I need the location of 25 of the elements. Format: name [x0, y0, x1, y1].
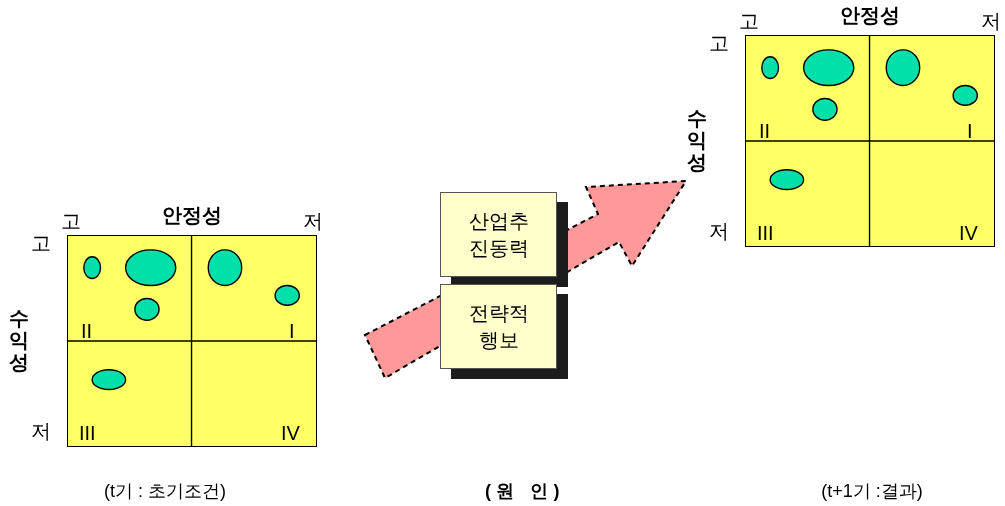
axis-end-label: 고: [61, 211, 81, 231]
axis-end-label: 고: [709, 33, 729, 53]
axis-end-label: 저: [303, 211, 323, 231]
caption: (t+1기 :결과): [821, 482, 923, 500]
quadrant-number: IV: [959, 223, 978, 243]
quadrant-number: I: [289, 321, 295, 341]
caption: (t기 : 초기조건): [104, 482, 226, 500]
box-text: 산업추 진동력: [467, 208, 530, 261]
caption: (원 인): [485, 482, 565, 500]
box-text: 전략적 행보: [467, 300, 530, 353]
quadrant-matrix: [745, 35, 995, 247]
axis-end-label: 고: [739, 11, 759, 31]
axis-title: 수익성: [9, 307, 29, 373]
axis-end-label: 저: [709, 221, 729, 241]
quadrant-number: II: [81, 321, 93, 341]
axis-end-label: 저: [981, 11, 1001, 31]
axis-end-label: 저: [31, 421, 51, 441]
quadrant-number: III: [79, 423, 96, 443]
axis-title: 수익성: [687, 107, 707, 173]
quadrant-matrix: [67, 235, 317, 447]
quadrant-number: I: [967, 121, 973, 141]
quadrant-number: III: [757, 223, 774, 243]
axis-end-label: 고: [31, 233, 51, 253]
quadrant-number: II: [759, 121, 771, 141]
quadrant-number: IV: [281, 423, 300, 443]
